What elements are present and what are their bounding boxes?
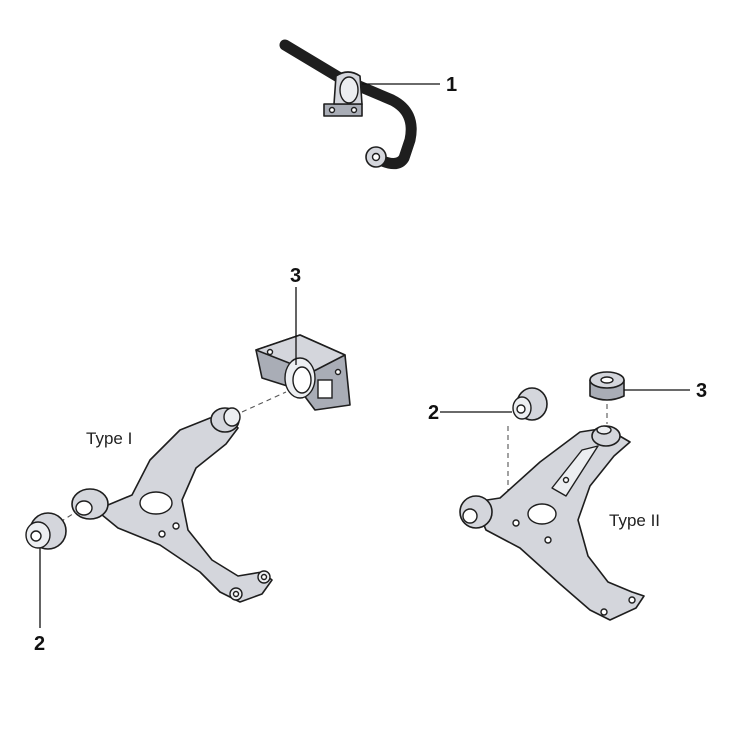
control-arm-type-2-assembly: 3 2 Type II [428, 371, 707, 621]
type-2-label: Type II [609, 511, 660, 530]
rear-mount-type-1 [255, 334, 351, 411]
stabilizer-bar-assembly: 1 [279, 39, 457, 169]
callout-2-type-2: 2 [428, 402, 439, 424]
control-arm-type-2 [473, 427, 645, 621]
type-1-label: Type I [86, 429, 132, 448]
control-arm-type-1 [95, 417, 273, 603]
callout-2-type-1: 2 [34, 633, 45, 655]
rear-mount-type-2 [589, 371, 625, 401]
front-bushing-type-1 [25, 512, 67, 550]
control-arm-type-1-assembly: 2 3 Type I [25, 265, 351, 655]
callout-3-type-2: 3 [696, 380, 707, 402]
callout-1: 1 [446, 74, 457, 96]
front-bushing-type-2 [512, 387, 548, 421]
stabilizer-bushing [323, 71, 363, 117]
callout-3-type-1: 3 [290, 265, 301, 287]
stabilizer-bar [279, 39, 417, 169]
